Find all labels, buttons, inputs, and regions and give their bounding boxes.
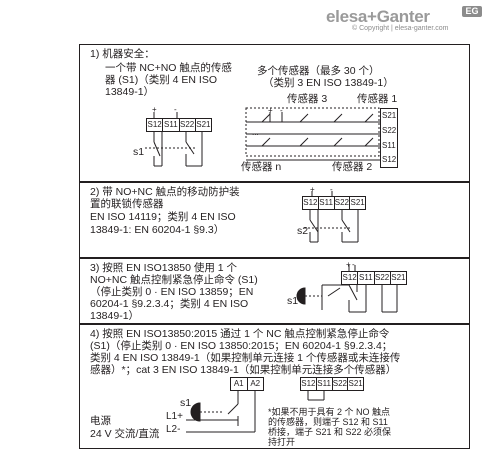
panel-emergency-stop-nc: [79, 324, 470, 449]
panel1-s1-label: s1: [133, 146, 145, 158]
brand-name-ganter: Ganter: [376, 7, 430, 26]
panel1-multi-minus: -: [280, 106, 283, 115]
brand-logo: elesa+Ganter: [326, 7, 430, 27]
panel1-title: 1) 机器安全：: [90, 48, 155, 60]
terminal-s12: S12: [342, 272, 359, 284]
panel1-left-line-2: 器 (S1)（类别 4 EN ISO: [105, 74, 218, 86]
panel1-right-line-1: 多个传感器（最多 30 个）: [257, 65, 380, 77]
terminal-block-vertical: S21 S22 S11 S12: [380, 108, 398, 168]
note-line-2: 的传感器，则端子 S12 和 S11: [268, 417, 388, 427]
terminal-s21: S21: [348, 379, 363, 388]
terminal-s11-v: S11: [382, 141, 396, 150]
note-line-3: 桥接，端子 S21 和 S22 必须保: [268, 427, 392, 437]
terminal-a2: A2: [250, 379, 261, 388]
terminal-s21-v: S21: [382, 111, 397, 120]
panel-machine-safety: [79, 44, 470, 182]
terminal-s22: S22: [334, 197, 351, 209]
panel2-line-4: 13849-1: EN 60204-1 §9.3）: [90, 224, 225, 236]
panel-emergency-stop-nonc: [79, 258, 470, 324]
terminal-s11: S11: [319, 197, 335, 209]
terminal-block-1: S12 S11 S22 S21: [146, 118, 212, 132]
eg-badge: EG: [462, 6, 482, 17]
power-supply-label: 电源: [90, 415, 111, 427]
panel3-minus: -: [352, 260, 355, 269]
terminal-s22: S22: [332, 378, 349, 390]
panel1-minus: -: [174, 105, 177, 114]
panel1-multi-plus: +: [268, 106, 273, 115]
panel3-line-2: NO+NC 触点控制紧急停止命令 (S1): [90, 274, 258, 286]
terminal-s22: S22: [375, 272, 391, 284]
panel3-line-1: 3) 按照 EN ISO13850 使用 1 个: [90, 262, 238, 274]
sensor-n-label: 传感器 n: [241, 161, 282, 173]
panel4-s1-label: s1: [180, 397, 192, 409]
l1-label: L1+: [166, 411, 183, 422]
note-line-4: 持打开: [268, 437, 296, 447]
panel1-dots: ...: [252, 128, 259, 137]
panel3-line-4: 60204-1 §9.2.3.4；类别 4 EN ISO: [90, 298, 249, 310]
terminal-s12: S12: [303, 197, 319, 209]
panel3-line-3: （停止类别 0 · EN ISO 13859；EN: [90, 286, 254, 298]
terminal-a1: A1: [231, 378, 248, 390]
terminal-s21: S21: [350, 198, 365, 207]
panel2-line-1: 2) 带 NO+NC 触点的移动防护装: [90, 186, 240, 198]
panel3-plus: +: [346, 260, 351, 269]
terminal-s12: S12: [301, 378, 317, 390]
sensor-2-label: 传感器 2: [332, 161, 373, 173]
brand-name-elesa: elesa: [326, 7, 368, 26]
terminal-s22: S22: [180, 119, 196, 131]
terminal-s11: S11: [164, 119, 180, 131]
panel4-line-3: 类别 4 EN ISO 13849-1（如果控制单元连接 1 个传感器或未连接传: [90, 352, 401, 364]
terminal-s11: S11: [317, 378, 333, 390]
power-voltage-label: 24 V 交流/直流: [90, 428, 160, 440]
terminal-s21: S21: [196, 120, 211, 129]
l2-label: L2-: [166, 424, 181, 435]
terminal-block-2: S12 S11 S22 S21: [302, 196, 366, 210]
panel4-line-2: (S1)（停止类别 0 · EN ISO 13850:2015；EN 60204…: [90, 340, 393, 352]
panel3-line-5: 13849-1）: [90, 310, 140, 322]
brand-plus: +: [367, 7, 377, 26]
panel2-minus: -: [330, 185, 333, 194]
terminal-s21: S21: [391, 273, 406, 282]
terminal-block-4: S12 S11 S22 S21: [300, 377, 364, 391]
panel4-line-4: 感器）*；cat 3 EN ISO 13849-1（如果控制单元连接多个传感器）: [90, 364, 397, 376]
sensor-1-label: 传感器 1: [357, 93, 398, 105]
panel4-line-1: 4) 按照 EN ISO13850:2015 通过 1 个 NC 触点控制紧急停…: [90, 328, 390, 340]
terminal-s12-v: S12: [382, 155, 397, 164]
terminal-block-3: S12 S11 S22 S21: [341, 271, 407, 285]
panel2-line-2: 置的联锁传感器: [90, 198, 164, 210]
panel1-right-line-2: （类别 3 EN ISO 13849-1）: [263, 77, 394, 89]
panel-interlock-sensor: [79, 182, 470, 258]
panel1-left-line-3: 13849-1）: [105, 86, 155, 98]
a-terminal-block: A1 A2: [230, 377, 264, 391]
panel1-plus: +: [152, 105, 157, 114]
sensor-3-label: 传感器 3: [287, 93, 328, 105]
copyright-text: © Copyright | elesa-ganter.com: [352, 25, 449, 32]
terminal-s12: S12: [147, 119, 164, 131]
panel1-left-line-1: 一个带 NC+NO 触点的传感: [105, 62, 232, 74]
terminal-s11: S11: [359, 272, 375, 284]
panel2-s2-label: s2: [297, 225, 309, 237]
panel2-plus: +: [310, 185, 315, 194]
panel3-s1-label: s1: [287, 295, 299, 307]
terminal-s22-v: S22: [382, 126, 397, 135]
note-line-1: *如果不用于具有 2 个 NO 触点: [268, 407, 391, 417]
panel2-line-3: EN ISO 14119；类别 4 EN ISO: [90, 211, 236, 223]
emergency-stop-mushroom-icon: [190, 402, 201, 422]
